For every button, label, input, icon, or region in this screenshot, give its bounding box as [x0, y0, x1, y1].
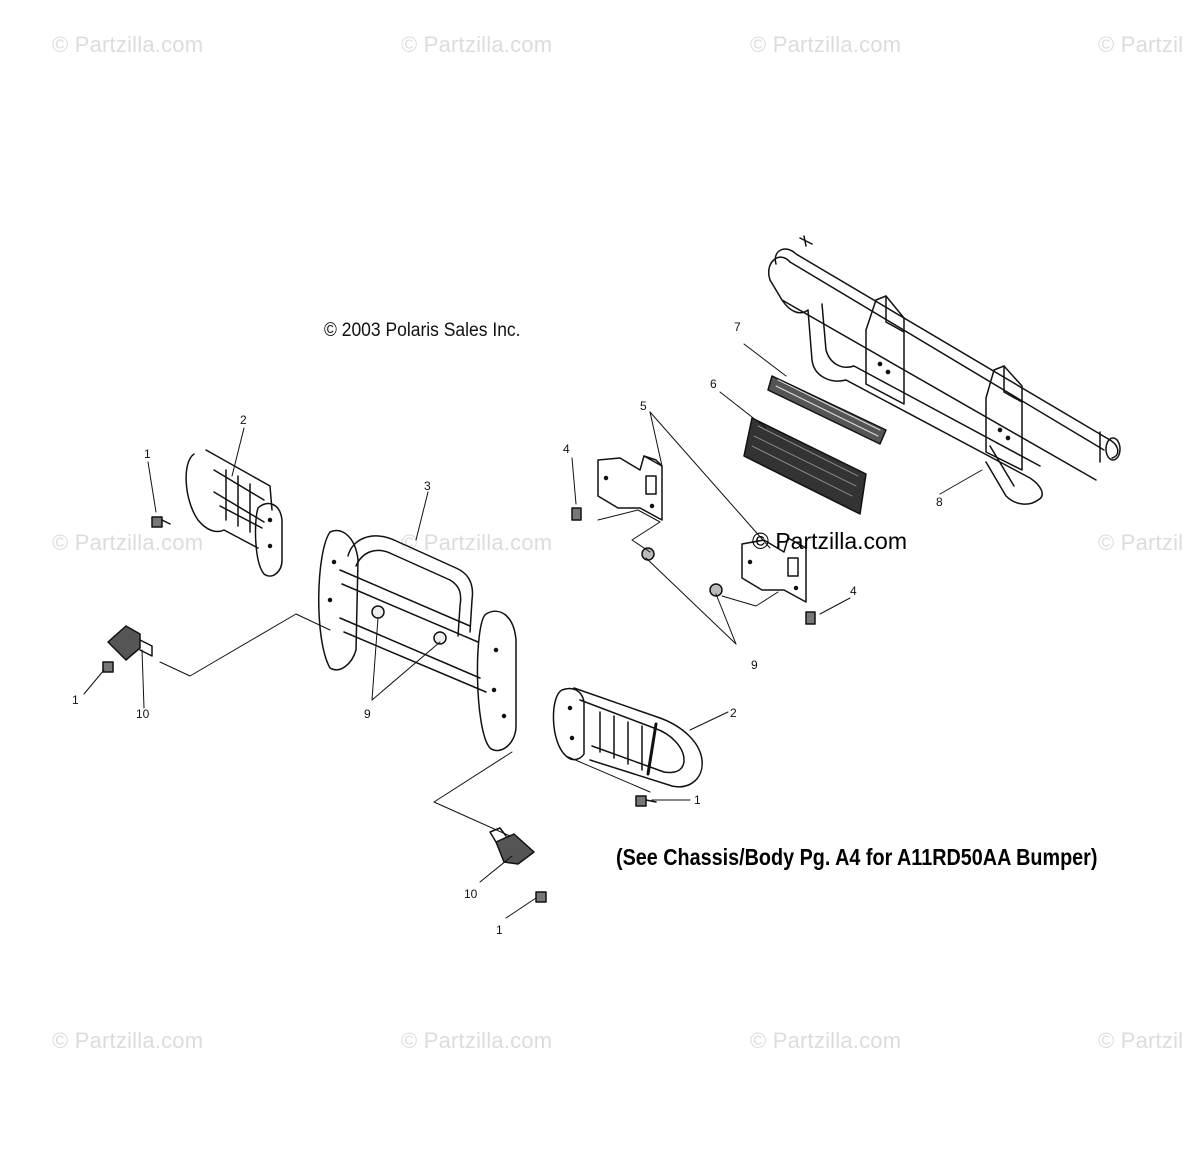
callout-7: 7 [734, 320, 741, 334]
callout-1: 1 [72, 693, 79, 707]
callout-1: 1 [496, 923, 503, 937]
callout-10: 10 [464, 887, 478, 901]
callout-2: 2 [240, 413, 247, 427]
callout-6: 6 [710, 377, 717, 391]
copyright-notice: © 2003 Polaris Sales Inc. [324, 320, 521, 341]
side-guard-part-2-left [185, 449, 283, 577]
watermark: © Partzil [1098, 1028, 1184, 1053]
bolt-part-1 [102, 516, 657, 903]
callout-1: 1 [694, 793, 701, 807]
watermark: © Partzilla.com [750, 32, 902, 57]
reference-note: (See Chassis/Body Pg. A4 for A11RD50AA B… [616, 844, 1098, 870]
callout-10: 10 [136, 707, 150, 721]
callout-2: 2 [730, 706, 737, 720]
callout-9: 9 [364, 707, 371, 721]
callout-8: 8 [936, 495, 943, 509]
front-bumper-part-8 [767, 235, 1121, 505]
watermark: © Partzilla.com [401, 1028, 553, 1053]
nut-part-9 [641, 547, 723, 597]
watermark: © Partzilla.com [52, 1028, 204, 1053]
watermark: © Partzilla.com [52, 530, 204, 555]
knob-part-10 [107, 625, 535, 865]
callout-1: 1 [144, 447, 151, 461]
watermark: © Partzilla.com [401, 32, 553, 57]
watermark: © Partzil [1098, 32, 1184, 57]
grille-strip-part-7 [767, 375, 887, 445]
watermark: © Partzilla.com [401, 530, 553, 555]
watermark: © Partzil [1098, 530, 1184, 555]
side-guard-part-2-right [552, 687, 703, 788]
watermark: © Partzilla.com [750, 1028, 902, 1053]
watermark: © Partzilla.com [52, 32, 204, 57]
leader-lines [83, 343, 983, 919]
brush-guard-part-3 [318, 529, 517, 752]
brand-watermark: © Partzilla.com [752, 528, 907, 554]
callout-4: 4 [850, 584, 857, 598]
callout-3: 3 [424, 479, 431, 493]
callout-4: 4 [563, 442, 570, 456]
callout-9: 9 [751, 658, 758, 672]
mesh-screen-part-6 [743, 417, 867, 515]
bolt-part-4 [571, 507, 816, 625]
mounting-bracket-part-5 [597, 455, 807, 603]
callout-5: 5 [640, 399, 647, 413]
